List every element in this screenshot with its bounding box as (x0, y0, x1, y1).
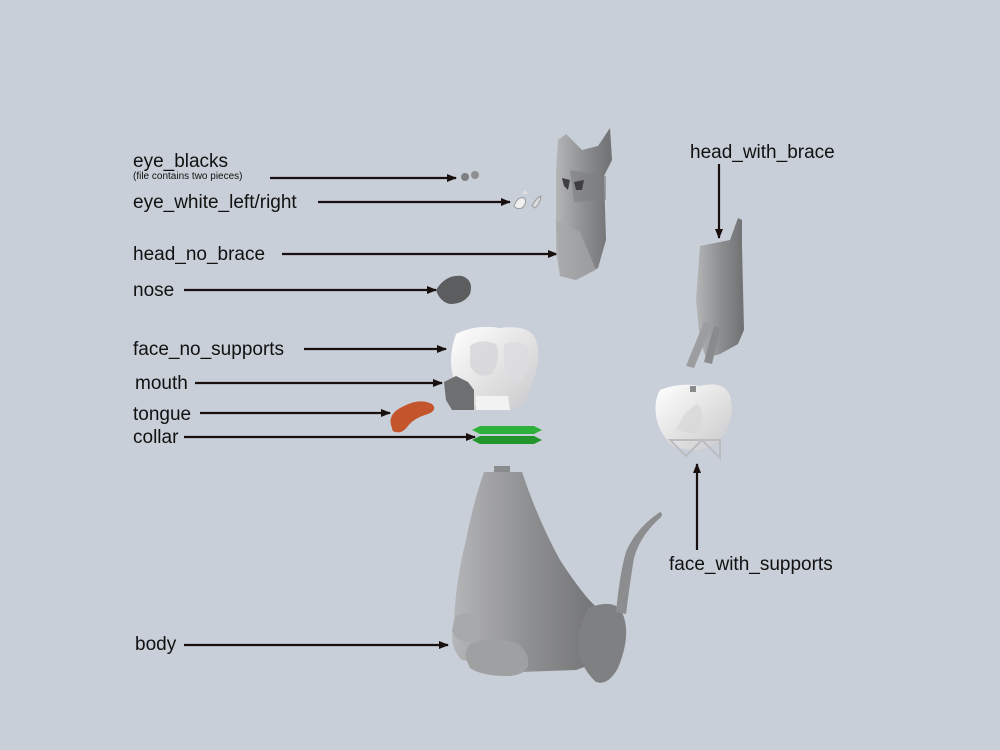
label-head-with-brace: head_with_brace (690, 142, 835, 163)
label-face-with-supports: face_with_supports (669, 554, 833, 575)
label-eye-blacks: eye_blacks (133, 151, 229, 172)
collar-part (472, 426, 542, 444)
label-face-no-supports: face_no_supports (133, 339, 285, 360)
eye-blacks-part (461, 171, 479, 181)
body-part (452, 466, 662, 683)
label-head-no-brace: head_no_brace (133, 244, 266, 265)
label-mouth: mouth (135, 373, 188, 394)
head-with-brace-part (686, 218, 744, 368)
tongue-part (390, 401, 435, 433)
label-eye-blacks-note: (file contains two pieces) (133, 171, 243, 182)
label-tongue: tongue (133, 404, 192, 425)
label-body: body (135, 634, 177, 655)
face-no-supports-part (451, 326, 539, 410)
label-eye-white: eye_white_left/right (133, 192, 297, 213)
face-with-supports-part (655, 384, 732, 461)
nose-part (436, 275, 471, 304)
head-no-brace-part (556, 128, 612, 280)
mouth-part (444, 376, 474, 410)
eye-white-part (513, 190, 542, 210)
label-nose: nose (133, 280, 175, 301)
label-collar: collar (133, 427, 179, 448)
